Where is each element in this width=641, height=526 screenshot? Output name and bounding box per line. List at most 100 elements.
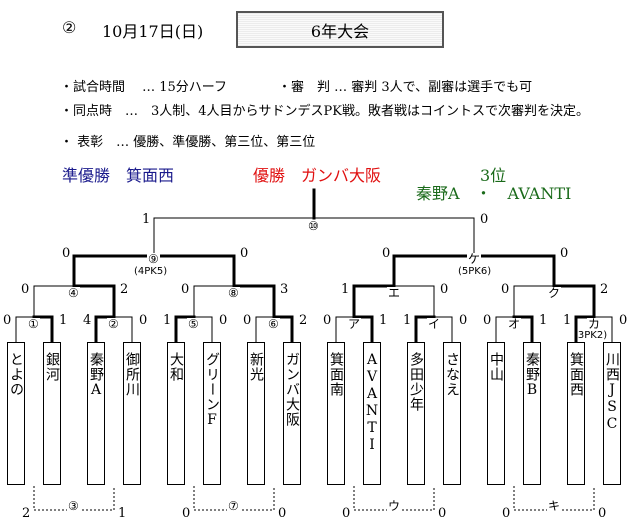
score-r3: 0 bbox=[240, 246, 249, 261]
score-r1: 0 bbox=[3, 313, 12, 328]
team-box: 川西JSC bbox=[603, 342, 621, 485]
match-label-ke: ケ bbox=[467, 252, 482, 266]
winner: 優勝 ガンバ大阪 bbox=[253, 166, 382, 185]
match-label-u: ウ bbox=[387, 499, 402, 513]
score-r2: 1 bbox=[341, 282, 350, 297]
team-box: さなえ bbox=[443, 342, 461, 485]
score-final: 0 bbox=[480, 212, 489, 227]
score-r1: 1 bbox=[379, 313, 388, 328]
team-box: AVANTI bbox=[363, 342, 381, 485]
score-r3: 0 bbox=[560, 246, 569, 261]
score-r1: 1 bbox=[403, 313, 412, 328]
score-r2: 0 bbox=[21, 282, 30, 297]
score-consolation: 1 bbox=[118, 506, 127, 521]
match-label-ka: カ bbox=[587, 317, 602, 331]
team-name: 多田少年 bbox=[408, 352, 424, 412]
match-label-ku: ク bbox=[547, 286, 562, 300]
score-final: 1 bbox=[142, 212, 151, 227]
team-box: グリーンF bbox=[203, 342, 221, 485]
team-name: 川西JSC bbox=[604, 352, 620, 433]
score-r1: 0 bbox=[139, 313, 148, 328]
match-label-1: ① bbox=[27, 317, 40, 331]
team-name: AVANTI bbox=[364, 352, 380, 454]
match-label-8: ⑧ bbox=[227, 286, 240, 300]
rule-awards: ・ 表彰 … 優勝、準優勝、第三位、第三位 bbox=[60, 135, 316, 150]
score-r1: 0 bbox=[323, 313, 332, 328]
score-consolation: 0 bbox=[598, 506, 607, 521]
event-title-box: 6年大会 bbox=[236, 11, 444, 48]
score-consolation: 2 bbox=[22, 506, 31, 521]
team-box: 秦野B bbox=[523, 342, 541, 485]
team-box: 多田少年 bbox=[407, 342, 425, 485]
score-r1: 1 bbox=[59, 313, 68, 328]
match-label-10: ⑩ bbox=[307, 219, 320, 233]
third-place-teams: 秦野A ・ AVANTI bbox=[416, 184, 572, 203]
pk-note-9: (4PK5) bbox=[134, 266, 168, 277]
match-label-9: ⑨ bbox=[147, 252, 160, 266]
team-box: 箕面西 bbox=[567, 342, 585, 485]
third-place-label: 3位 bbox=[480, 166, 507, 185]
score-r1: 1 bbox=[163, 313, 172, 328]
score-r1: 2 bbox=[299, 313, 308, 328]
score-consolation: 0 bbox=[438, 506, 447, 521]
score-r3: 0 bbox=[62, 246, 71, 261]
team-name: 箕面南 bbox=[328, 352, 344, 397]
event-date: 10月17日(日) bbox=[102, 22, 204, 41]
team-name: 箕面西 bbox=[568, 352, 584, 397]
runner-up: 準優勝 箕面西 bbox=[62, 166, 175, 185]
score-r2: 0 bbox=[440, 282, 449, 297]
match-label-2: ② bbox=[107, 317, 120, 331]
team-box: ガンバ大阪 bbox=[283, 342, 301, 485]
rule-referee: ・審 判 … 審判 3人で、副審は選手でも可 bbox=[278, 80, 533, 95]
team-name: グリーンF bbox=[204, 352, 220, 429]
score-r1: 1 bbox=[563, 313, 572, 328]
team-box: 秦野A bbox=[87, 342, 105, 485]
match-label-e: エ bbox=[387, 286, 402, 300]
score-r1: 0 bbox=[219, 313, 228, 328]
score-r1: 0 bbox=[619, 313, 628, 328]
pk-note-ka: (3PK2) bbox=[574, 330, 608, 341]
score-r2: 3 bbox=[280, 282, 289, 297]
score-consolation: 0 bbox=[342, 506, 351, 521]
score-r1: 0 bbox=[459, 313, 468, 328]
team-box: とよの bbox=[7, 342, 25, 485]
score-r1: 1 bbox=[539, 313, 548, 328]
event-title: 6年大会 bbox=[310, 21, 370, 41]
score-r2: 0 bbox=[181, 282, 190, 297]
match-label-5: ⑤ bbox=[187, 317, 200, 331]
team-box: 銀河 bbox=[43, 342, 61, 485]
team-box: 中山 bbox=[487, 342, 505, 485]
match-label-ki: キ bbox=[547, 499, 562, 513]
score-r1: 0 bbox=[483, 313, 492, 328]
team-name: とよの bbox=[8, 352, 24, 397]
team-box: 大和 bbox=[167, 342, 185, 485]
score-r3: 0 bbox=[382, 246, 391, 261]
match-label-3: ③ bbox=[67, 499, 80, 513]
team-name: ガンバ大阪 bbox=[284, 352, 300, 427]
score-consolation: 0 bbox=[182, 506, 191, 521]
score-r2: 2 bbox=[600, 282, 609, 297]
team-name: 秦野B bbox=[524, 352, 540, 399]
team-name: さなえ bbox=[444, 352, 460, 397]
match-label-7: ⑦ bbox=[227, 499, 240, 513]
team-name: 新光 bbox=[248, 352, 264, 382]
team-name: 大和 bbox=[168, 352, 184, 382]
rule-tiebreak: ・同点時 … 3人制、4人目からサドンデスPK戦。敗者戦はコイントスで次審判を決… bbox=[60, 104, 590, 119]
score-r1: 4 bbox=[83, 313, 92, 328]
match-label-6: ⑥ bbox=[267, 317, 280, 331]
team-box: 新光 bbox=[247, 342, 265, 485]
score-r2: 2 bbox=[120, 282, 129, 297]
team-box: 箕面南 bbox=[327, 342, 345, 485]
match-number: ② bbox=[62, 18, 77, 37]
match-label-o: オ bbox=[507, 317, 522, 331]
match-label-4: ④ bbox=[67, 286, 80, 300]
team-name: 御所川 bbox=[124, 352, 140, 397]
team-name: 中山 bbox=[488, 352, 504, 382]
match-label-a: ア bbox=[347, 317, 362, 331]
pk-note-ke: (5PK6) bbox=[458, 266, 492, 277]
score-r1: 0 bbox=[243, 313, 252, 328]
score-r2: 0 bbox=[501, 282, 510, 297]
team-name: 秦野A bbox=[88, 352, 104, 399]
score-consolation: 0 bbox=[278, 506, 287, 521]
